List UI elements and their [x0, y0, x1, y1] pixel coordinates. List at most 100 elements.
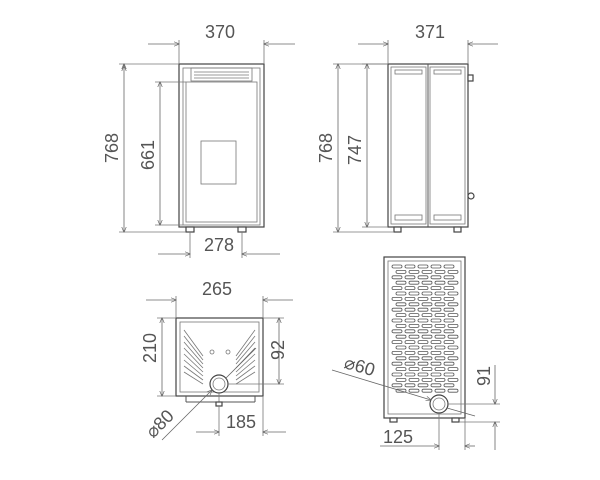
vent-slot	[447, 334, 459, 339]
vent-slot	[395, 345, 407, 350]
vent-slot	[443, 275, 455, 280]
vent-slot	[395, 291, 407, 296]
vent-slot	[434, 269, 446, 274]
vent-slot	[417, 340, 429, 345]
vent-slot	[421, 302, 433, 307]
front-base-width-label: 278	[204, 235, 234, 255]
vent-slot	[391, 286, 403, 291]
vent-slot	[404, 372, 416, 377]
back-vent-slots	[391, 264, 459, 393]
vent-slot	[421, 377, 433, 382]
side-view: 371 768 747	[316, 22, 498, 233]
vent-slot	[430, 350, 442, 355]
vent-slot	[408, 323, 420, 328]
vent-slot	[408, 377, 420, 382]
vent-slot	[434, 345, 446, 350]
front-height-label: 768	[102, 133, 122, 163]
vent-slot	[391, 275, 403, 280]
vent-slot	[417, 307, 429, 312]
back-view: ⌀60 91 125	[331, 256, 500, 450]
vent-slot	[417, 361, 429, 366]
side-width-label: 371	[415, 22, 445, 42]
vent-slot	[447, 388, 459, 393]
back-flue-diameter-label: ⌀60	[342, 352, 377, 380]
top-fins-right	[235, 329, 256, 385]
vent-slot	[417, 275, 429, 280]
vent-slot	[391, 383, 403, 388]
vent-slot	[404, 296, 416, 301]
vent-slot	[391, 329, 403, 334]
top-flue-width-label: 185	[226, 412, 256, 432]
vent-slot	[404, 340, 416, 345]
vent-slot	[404, 383, 416, 388]
vent-slot	[434, 356, 446, 361]
vent-slot	[434, 377, 446, 382]
vent-slot	[421, 313, 433, 318]
vent-slot	[447, 280, 459, 285]
vent-slot	[408, 313, 420, 318]
vent-slot	[417, 329, 429, 334]
vent-slot	[430, 383, 442, 388]
top-depth-label: 210	[140, 333, 160, 363]
back-flue-height-label: 91	[474, 366, 494, 386]
vent-slot	[404, 329, 416, 334]
vent-slot	[430, 361, 442, 366]
vent-slot	[443, 383, 455, 388]
vent-slot	[395, 334, 407, 339]
front-inner-height-label: 661	[138, 140, 158, 170]
vent-slot	[395, 269, 407, 274]
back-flue-offset-label: 125	[383, 427, 413, 447]
vent-slot	[430, 329, 442, 334]
vent-slot	[434, 291, 446, 296]
vent-slot	[443, 340, 455, 345]
vent-slot	[434, 323, 446, 328]
vent-slot	[443, 307, 455, 312]
vent-slot	[421, 323, 433, 328]
vent-slot	[391, 318, 403, 323]
vent-slot	[408, 280, 420, 285]
vent-slot	[447, 377, 459, 382]
vent-slot	[408, 302, 420, 307]
vent-slot	[404, 307, 416, 312]
vent-slot	[430, 264, 442, 269]
top-fins-left	[183, 329, 204, 385]
vent-slot	[434, 388, 446, 393]
vent-slot	[443, 372, 455, 377]
vent-slot	[404, 286, 416, 291]
vent-slot	[417, 372, 429, 377]
vent-slot	[408, 345, 420, 350]
vent-slot	[447, 356, 459, 361]
vent-slot	[447, 302, 459, 307]
top-view: 265 210 92 ⌀80 185	[140, 279, 293, 442]
vent-slot	[417, 350, 429, 355]
vent-slot	[443, 264, 455, 269]
vent-slot	[421, 356, 433, 361]
front-window	[200, 140, 237, 185]
vent-slot	[408, 291, 420, 296]
vent-slot	[421, 345, 433, 350]
vent-slot	[430, 318, 442, 323]
vent-slot	[447, 323, 459, 328]
vent-slot	[434, 280, 446, 285]
vent-slot	[447, 313, 459, 318]
vent-slot	[417, 383, 429, 388]
vent-slot	[395, 356, 407, 361]
vent-slot	[443, 350, 455, 355]
vent-slot	[391, 264, 403, 269]
vent-slot	[443, 296, 455, 301]
vent-slot	[395, 280, 407, 285]
front-view: 370 768 661 278	[102, 22, 295, 258]
vent-slot	[434, 302, 446, 307]
vent-slot	[434, 334, 446, 339]
vent-slot	[395, 323, 407, 328]
vent-slot	[421, 334, 433, 339]
vent-slot	[404, 275, 416, 280]
vent-slot	[430, 286, 442, 291]
vent-slot	[421, 388, 433, 393]
vent-slot	[447, 291, 459, 296]
vent-slot	[391, 361, 403, 366]
vent-slot	[391, 307, 403, 312]
vent-slot	[417, 286, 429, 291]
vent-slot	[447, 269, 459, 274]
